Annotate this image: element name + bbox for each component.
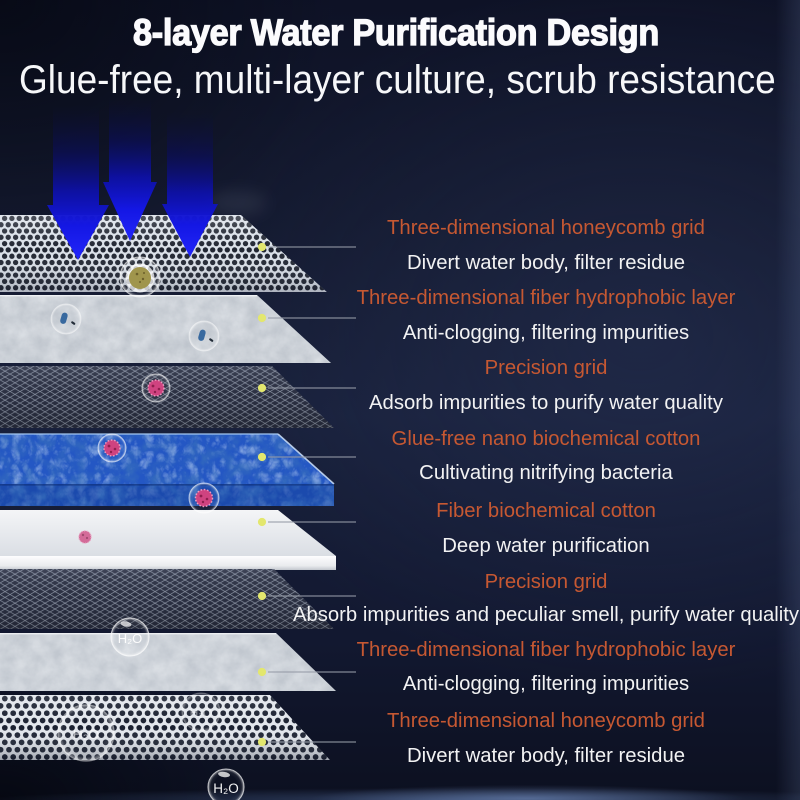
svg-text:H₂O: H₂O (190, 706, 213, 720)
svg-text:H₂O: H₂O (73, 726, 100, 742)
svg-text:H₂O: H₂O (213, 781, 239, 796)
svg-text:H₂O: H₂O (118, 631, 143, 646)
